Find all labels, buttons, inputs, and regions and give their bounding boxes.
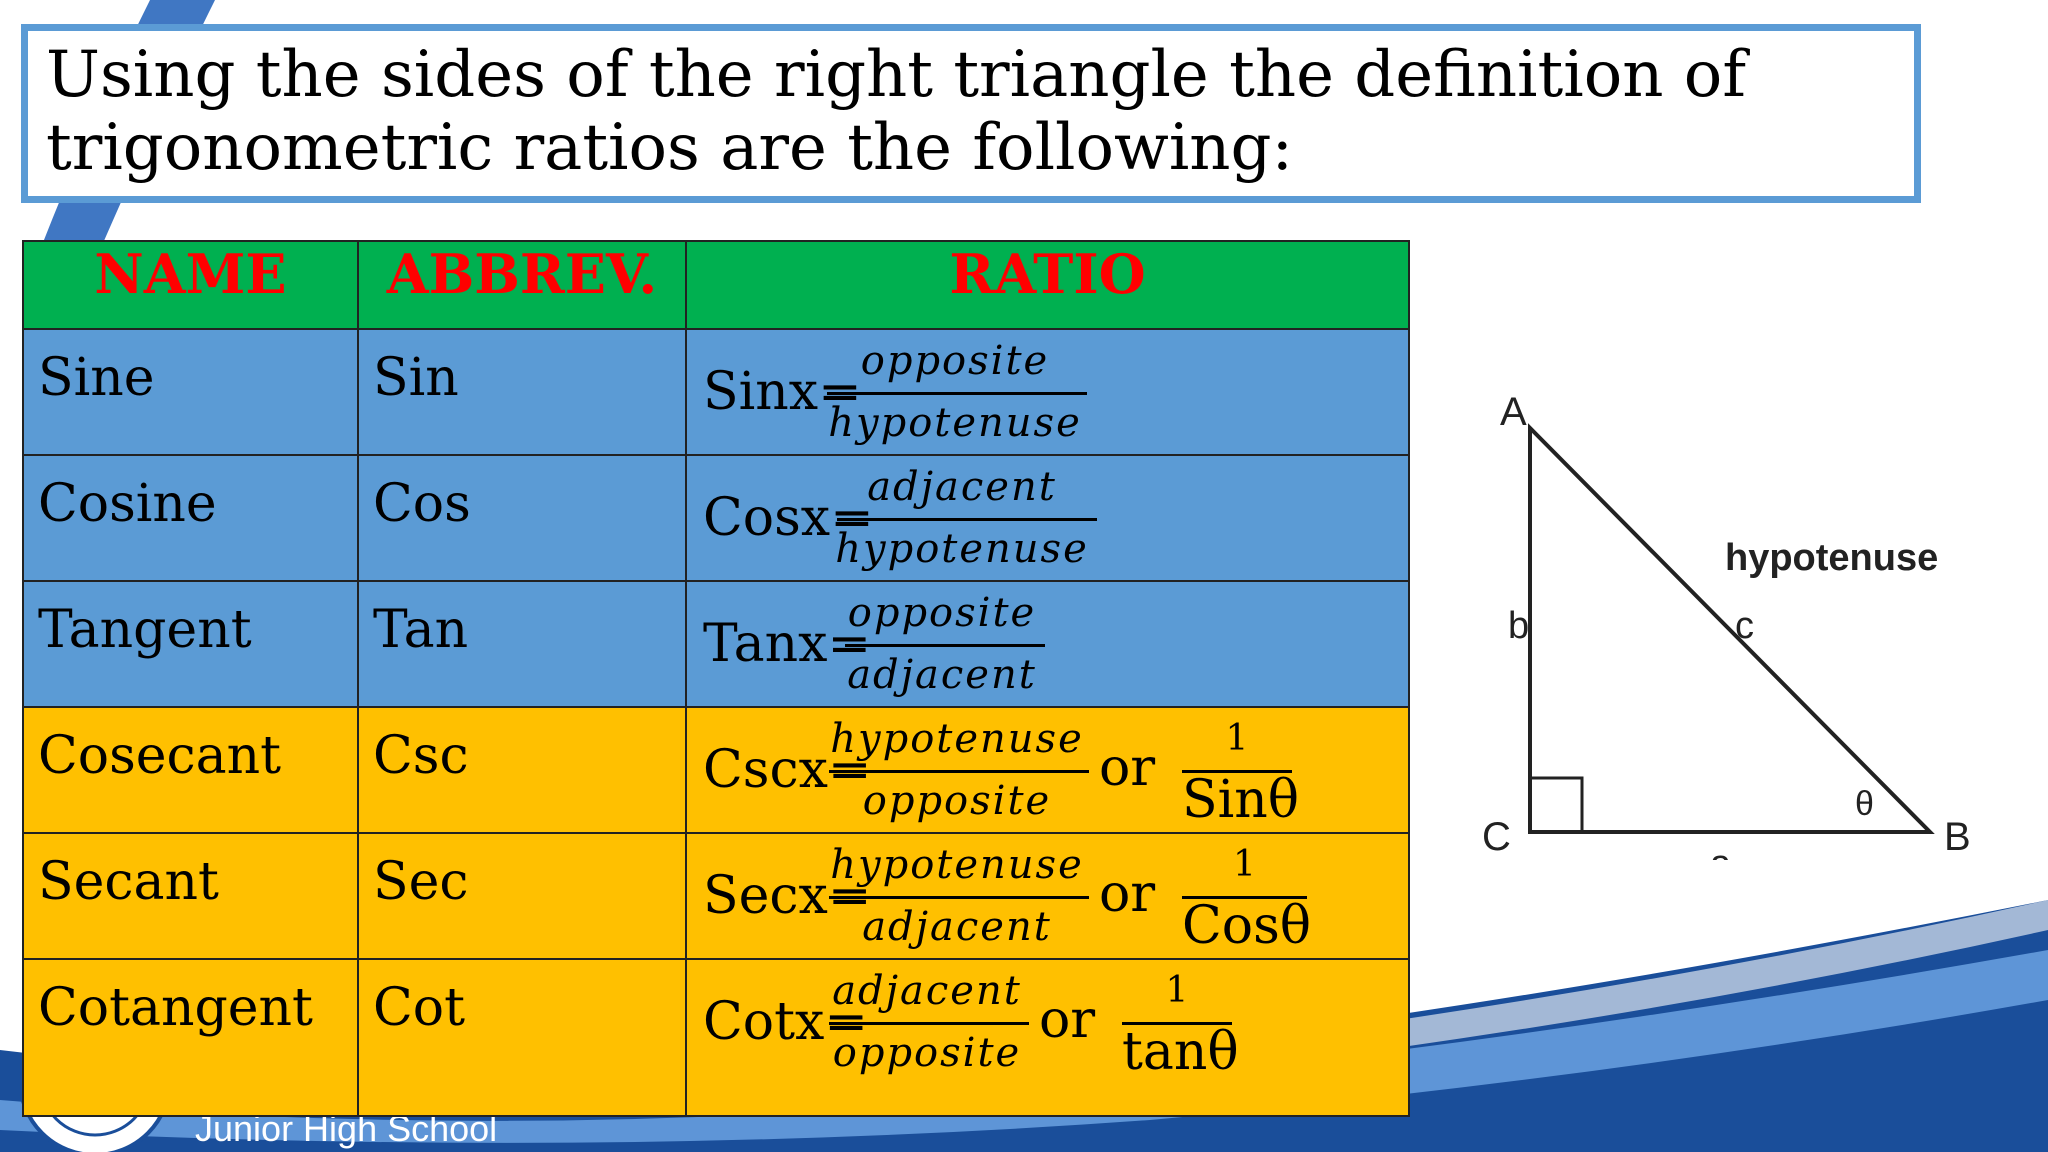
trig-ratio-table: NAME ABBREV. RATIO Sine Sin Sinx= opposi… — [22, 240, 1410, 1117]
reciprocal-denominator: tanθ — [1122, 1022, 1239, 1082]
ratio-name: Cotangent — [38, 978, 313, 1038]
ratio-abbrev: Cot — [373, 978, 465, 1038]
fraction-bar — [829, 896, 1089, 899]
ratio-name: Tangent — [38, 600, 252, 660]
ratio-abbrev: Sec — [373, 852, 469, 912]
reciprocal-denominator: Cosθ — [1182, 896, 1312, 956]
fraction-bar — [829, 1022, 1029, 1025]
ratio-abbrev: Csc — [373, 726, 469, 786]
right-angle-marker — [1528, 776, 1584, 834]
slide-title: Using the sides of the right triangle th… — [46, 38, 1746, 185]
or-text: or — [1039, 990, 1096, 1050]
ratio-name: Cosecant — [38, 726, 282, 786]
formula-denominator: hypotenuse — [835, 526, 1089, 572]
fraction-bar — [1182, 770, 1292, 773]
header-name: NAME — [22, 240, 359, 330]
vertex-b-label: B — [1944, 815, 1971, 859]
formula-numerator: hypotenuse — [830, 842, 1084, 888]
formula-numerator: hypotenuse — [830, 716, 1084, 762]
ratio-abbrev: Cos — [373, 474, 471, 534]
vertex-a-label: A — [1500, 390, 1527, 434]
formula-denominator: opposite — [862, 778, 1052, 824]
formula-numerator: adjacent — [832, 968, 1022, 1014]
fraction-bar — [837, 518, 1097, 521]
fraction-bar — [829, 770, 1089, 773]
title-box: Using the sides of the right triangle th… — [21, 24, 1921, 203]
ratio-abbrev: Sin — [373, 348, 459, 408]
formula-denominator: adjacent — [862, 904, 1052, 950]
fraction-bar — [1182, 896, 1307, 899]
formula-numerator: adjacent — [867, 464, 1057, 510]
header-ratio: RATIO — [685, 240, 1410, 330]
reciprocal-numerator: 1 — [1225, 718, 1249, 759]
triangle-shape — [1528, 423, 1935, 834]
or-text: or — [1099, 864, 1156, 924]
fraction-bar — [827, 392, 1087, 395]
ratio-abbrev: Tan — [373, 600, 469, 660]
table-row: Cotangent Cot Cotx= adjacent opposite or… — [22, 958, 1410, 1117]
fraction-bar — [1122, 1022, 1232, 1025]
fraction-bar — [845, 644, 1045, 647]
hypotenuse-label: hypotenuse — [1725, 537, 1938, 579]
reciprocal-denominator: Sinθ — [1182, 770, 1300, 830]
vertex-c-label: C — [1482, 815, 1511, 859]
angle-theta-label: θ — [1855, 785, 1874, 823]
reciprocal-numerator: 1 — [1165, 970, 1189, 1011]
ratio-name: Sine — [38, 348, 155, 408]
side-b-label: b — [1508, 605, 1529, 647]
formula-numerator: opposite — [860, 338, 1050, 384]
table-row: Tangent Tan Tanx= opposite adjacent — [22, 580, 1410, 708]
ratio-formula: Tanx= opposite adjacent — [687, 582, 1408, 706]
formula-function: Tanx= — [703, 614, 872, 674]
ratio-formula: Cscx= hypotenuse opposite or 1 Sinθ — [687, 708, 1408, 832]
reciprocal-numerator: 1 — [1233, 844, 1256, 885]
ratio-formula: Cotx= adjacent opposite or 1 tanθ — [687, 960, 1408, 1115]
table-header-row: NAME ABBREV. RATIO — [22, 240, 1410, 330]
ratio-name: Cosine — [38, 474, 217, 534]
or-text: or — [1099, 738, 1156, 798]
header-abbrev: ABBREV. — [357, 240, 687, 330]
side-c-label: c — [1735, 605, 1754, 647]
table-row: Sine Sin Sinx= opposite hypotenuse — [22, 328, 1410, 456]
formula-denominator: opposite — [832, 1030, 1022, 1076]
ratio-formula: Sinx= opposite hypotenuse — [687, 330, 1408, 454]
right-triangle-diagram: A B C b a c θ hypotenuse — [1482, 390, 1971, 860]
table-row: Cosecant Csc Cscx= hypotenuse opposite o… — [22, 706, 1410, 834]
table-row: Cosine Cos Cosx= adjacent hypotenuse — [22, 454, 1410, 582]
side-a-label: a — [1710, 843, 1732, 860]
table-row: Secant Sec Secx= hypotenuse adjacent or … — [22, 832, 1410, 960]
formula-denominator: hypotenuse — [828, 400, 1082, 446]
ratio-name: Secant — [38, 852, 219, 912]
formula-numerator: opposite — [847, 590, 1037, 636]
ratio-formula: Secx= hypotenuse adjacent or 1 Cosθ — [687, 834, 1408, 958]
formula-denominator: adjacent — [847, 652, 1037, 698]
ratio-formula: Cosx= adjacent hypotenuse — [687, 456, 1408, 580]
